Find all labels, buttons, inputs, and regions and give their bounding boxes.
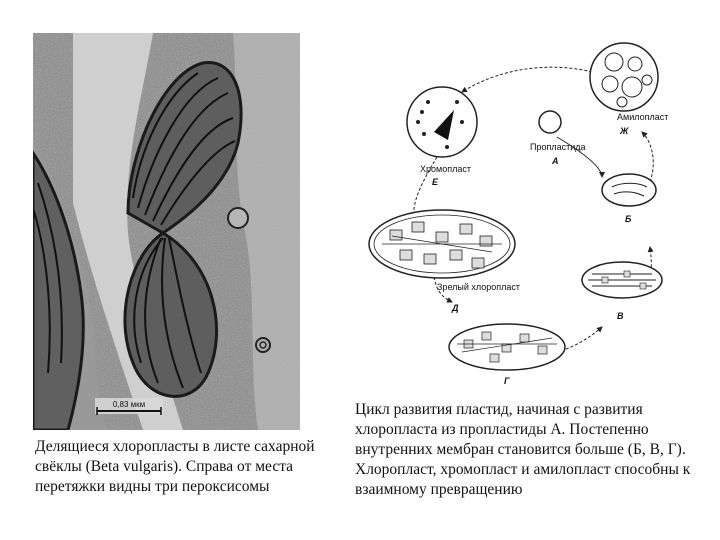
proplastid	[538, 110, 562, 134]
peroxisome	[227, 207, 249, 229]
stage-g-letter: Г	[504, 376, 510, 386]
cycle-caption: Цикл развития пластид, начиная с развити…	[355, 401, 691, 498]
plastid-stage-b	[601, 173, 657, 207]
dividing-chloroplast-upper	[126, 61, 243, 235]
scale-bar-label: 0,83 мкм	[113, 400, 145, 409]
plastid-stage-g	[448, 323, 566, 371]
intercellular-space	[73, 33, 183, 430]
proplastid-label: Пропластида	[530, 142, 586, 152]
stage-b-letter: Б	[625, 214, 632, 224]
micrograph-caption: Делящиеся хлоропласты в листе сахарной с…	[35, 438, 315, 495]
chromoplast-label: Хромопласт	[420, 164, 471, 174]
plastid-cycle-diagram: Амилопласт Ж Пропластида А Хромопласт Е …	[368, 42, 668, 386]
amyloplast-label: Амилопласт	[617, 112, 668, 122]
amyloplast	[589, 42, 659, 112]
mature-chloroplast-letter: Д	[451, 303, 459, 313]
right-cell	[233, 33, 300, 430]
stage-v-letter: В	[617, 311, 624, 321]
plastid-stage-v	[581, 261, 663, 299]
mature-chloroplast	[368, 209, 516, 279]
chloroplast-micrograph: 0,83 мкм	[33, 33, 300, 430]
proplastid-letter: А	[551, 156, 559, 166]
mature-chloroplast-label: Зрелый хлоропласт	[437, 282, 520, 292]
dividing-chloroplast-lower	[123, 231, 219, 398]
chromoplast-letter: Е	[432, 177, 439, 187]
chromoplast	[406, 86, 478, 158]
peroxisome	[255, 337, 271, 353]
amyloplast-letter: Ж	[619, 126, 629, 136]
dividing-chloroplast-left	[33, 150, 85, 430]
